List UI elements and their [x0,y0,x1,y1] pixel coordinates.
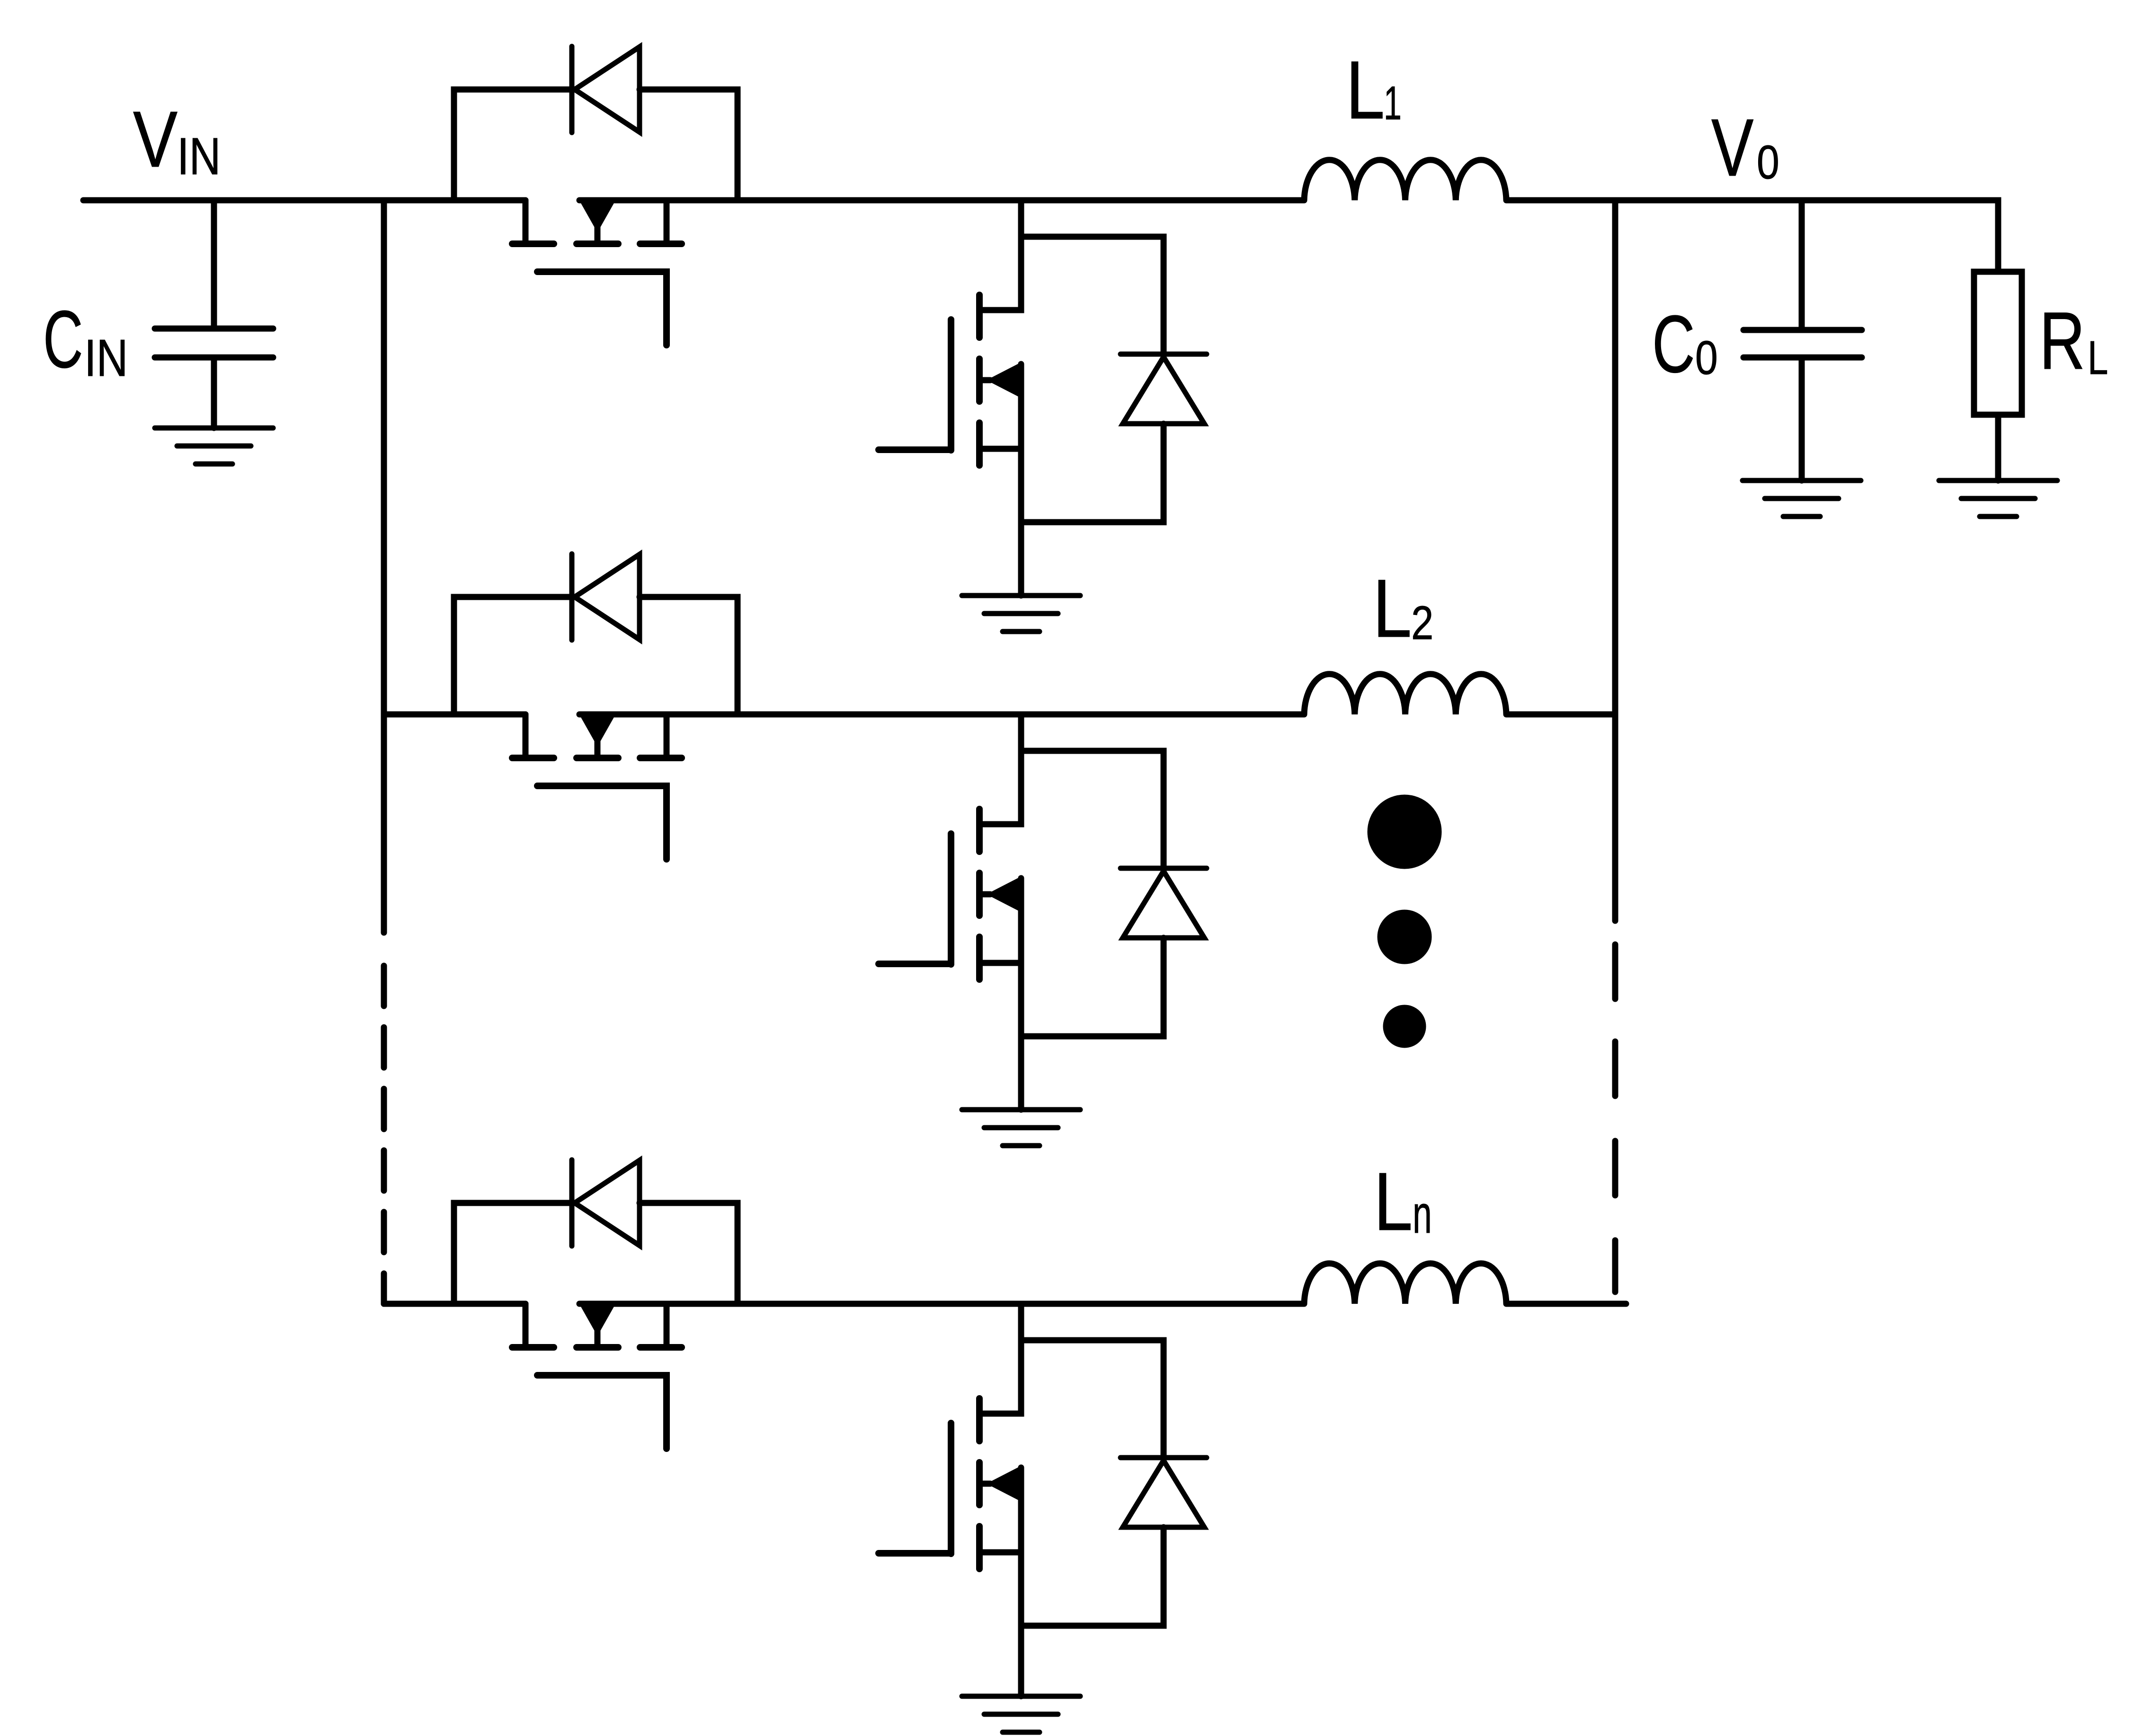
svg-text:n: n [1413,1185,1432,1245]
svg-text:L: L [2088,332,2108,385]
svg-text:IN: IN [84,329,128,387]
svg-text:L: L [1374,1156,1413,1248]
svg-text:L: L [1373,563,1412,655]
svg-text:1: 1 [1384,77,1402,130]
svg-text:R: R [2039,295,2085,386]
svg-text:C: C [1652,299,1695,390]
svg-text:IN: IN [177,127,221,185]
svg-text:V: V [1711,102,1754,193]
svg-text:V: V [133,95,178,183]
svg-text:C: C [43,294,83,385]
svg-text:0: 0 [1757,136,1779,189]
svg-text:2: 2 [1411,596,1433,649]
svg-text:L: L [1346,45,1385,136]
svg-text:0: 0 [1695,331,1718,384]
